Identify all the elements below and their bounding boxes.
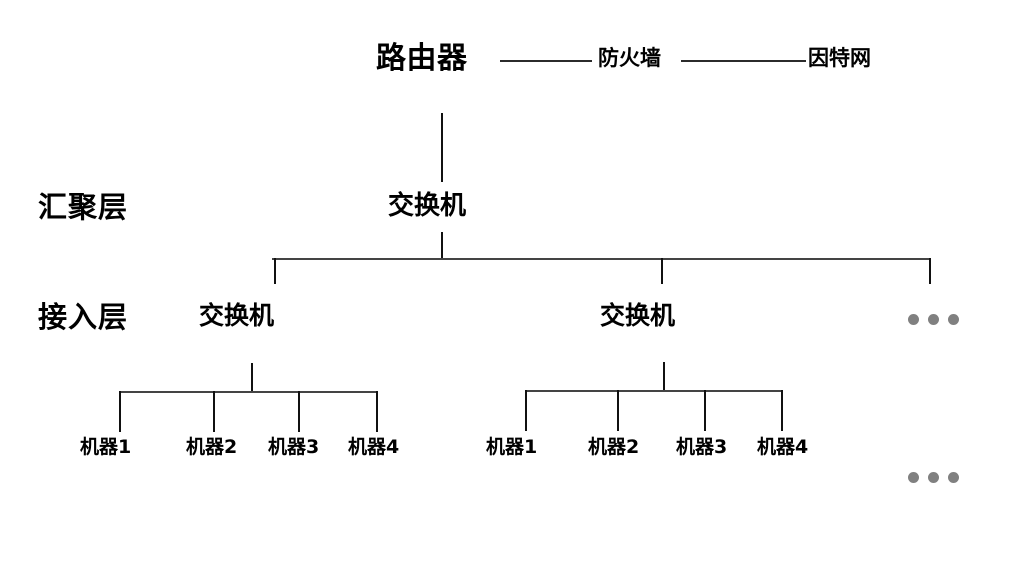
node-machine-right-4: 机器4	[757, 436, 809, 458]
node-firewall: 防火墙	[598, 46, 661, 70]
dot-icon	[908, 472, 919, 483]
link-bus-access-switch-right	[661, 258, 663, 284]
node-aggregation-switch: 交换机	[388, 191, 467, 221]
dot-icon	[948, 472, 959, 483]
node-router: 路由器	[376, 41, 468, 76]
link-bus-right-machine-2	[617, 390, 619, 431]
node-machine-left-1: 机器1	[80, 436, 132, 458]
link-access-switch-left-bus	[251, 363, 253, 392]
layer-label-access: 接入层	[38, 300, 129, 334]
link-bus-left-machine-4	[376, 391, 378, 432]
link-router-aggregation-switch	[441, 113, 443, 182]
dot-icon	[908, 314, 919, 325]
node-machine-right-3: 机器3	[676, 436, 728, 458]
link-bus-access-switch-more	[929, 258, 931, 284]
node-machine-right-1: 机器1	[486, 436, 538, 458]
access-bus-right	[525, 390, 783, 392]
node-access-switch-right: 交换机	[600, 301, 676, 330]
ellipsis-more-access-switches	[908, 314, 959, 325]
link-bus-left-machine-3	[298, 391, 300, 432]
node-machine-right-2: 机器2	[588, 436, 640, 458]
link-aggregation-switch-bus	[441, 232, 443, 258]
dot-icon	[948, 314, 959, 325]
aggregation-bus	[272, 258, 931, 260]
link-bus-access-switch-left	[274, 258, 276, 284]
node-machine-left-2: 机器2	[186, 436, 238, 458]
dot-icon	[928, 314, 939, 325]
link-bus-right-machine-4	[781, 390, 783, 431]
link-router-firewall	[500, 60, 592, 62]
access-bus-left	[119, 391, 378, 393]
link-firewall-internet	[681, 60, 806, 62]
dot-icon	[928, 472, 939, 483]
node-machine-left-3: 机器3	[268, 436, 320, 458]
link-bus-left-machine-1	[119, 391, 121, 432]
layer-label-aggregation: 汇聚层	[38, 190, 129, 224]
link-bus-right-machine-1	[525, 390, 527, 431]
ellipsis-more-machines	[908, 472, 959, 483]
node-access-switch-left: 交换机	[199, 301, 275, 330]
link-access-switch-right-bus	[663, 362, 665, 391]
link-bus-left-machine-2	[213, 391, 215, 432]
link-bus-right-machine-3	[704, 390, 706, 431]
node-internet: 因特网	[808, 46, 871, 70]
node-machine-left-4: 机器4	[348, 436, 400, 458]
